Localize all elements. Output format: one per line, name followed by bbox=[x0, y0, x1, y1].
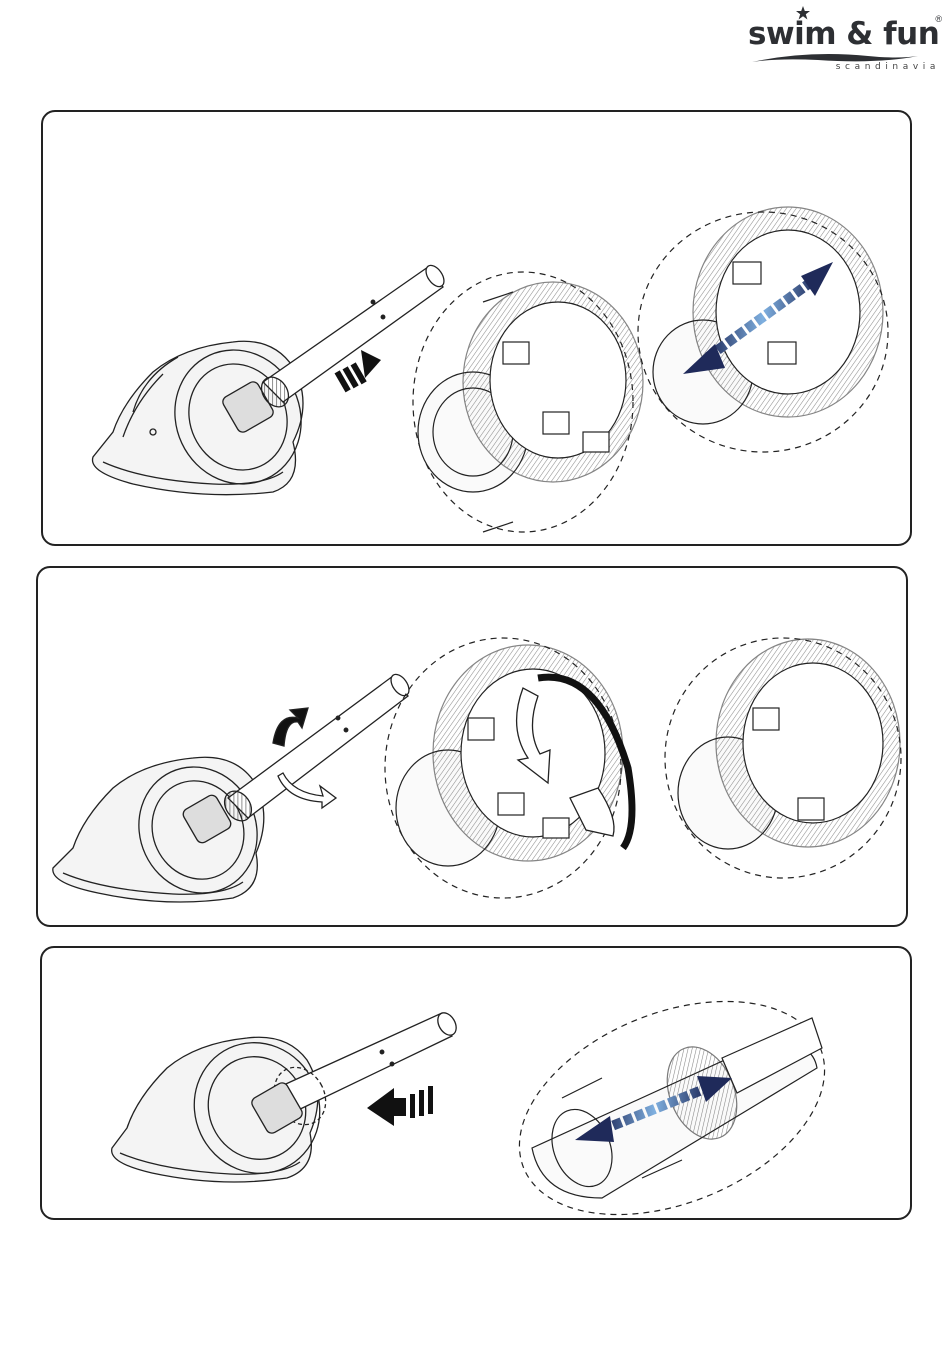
vacuum-with-pole-icon bbox=[93, 262, 448, 505]
step-1-panel bbox=[41, 110, 912, 546]
vacuum-with-pole-icon bbox=[112, 1010, 460, 1194]
step-2-panel bbox=[36, 566, 908, 927]
collar-detail-icon bbox=[385, 638, 623, 898]
vacuum-with-pole-icon bbox=[53, 671, 413, 912]
collar-detail-icon bbox=[665, 638, 901, 878]
step-3-panel bbox=[40, 946, 912, 1220]
collar-detail-icon bbox=[413, 272, 643, 532]
brand-logo: swim & fun ® scandinavia bbox=[748, 4, 944, 74]
collar-detail-icon bbox=[638, 207, 888, 452]
brand-name: swim & fun bbox=[748, 16, 939, 52]
coupling-detail-icon bbox=[488, 960, 856, 1218]
brand-tagline: scandinavia bbox=[836, 62, 940, 72]
registered-mark: ® bbox=[935, 14, 942, 24]
push-arrow-icon bbox=[367, 1086, 433, 1126]
